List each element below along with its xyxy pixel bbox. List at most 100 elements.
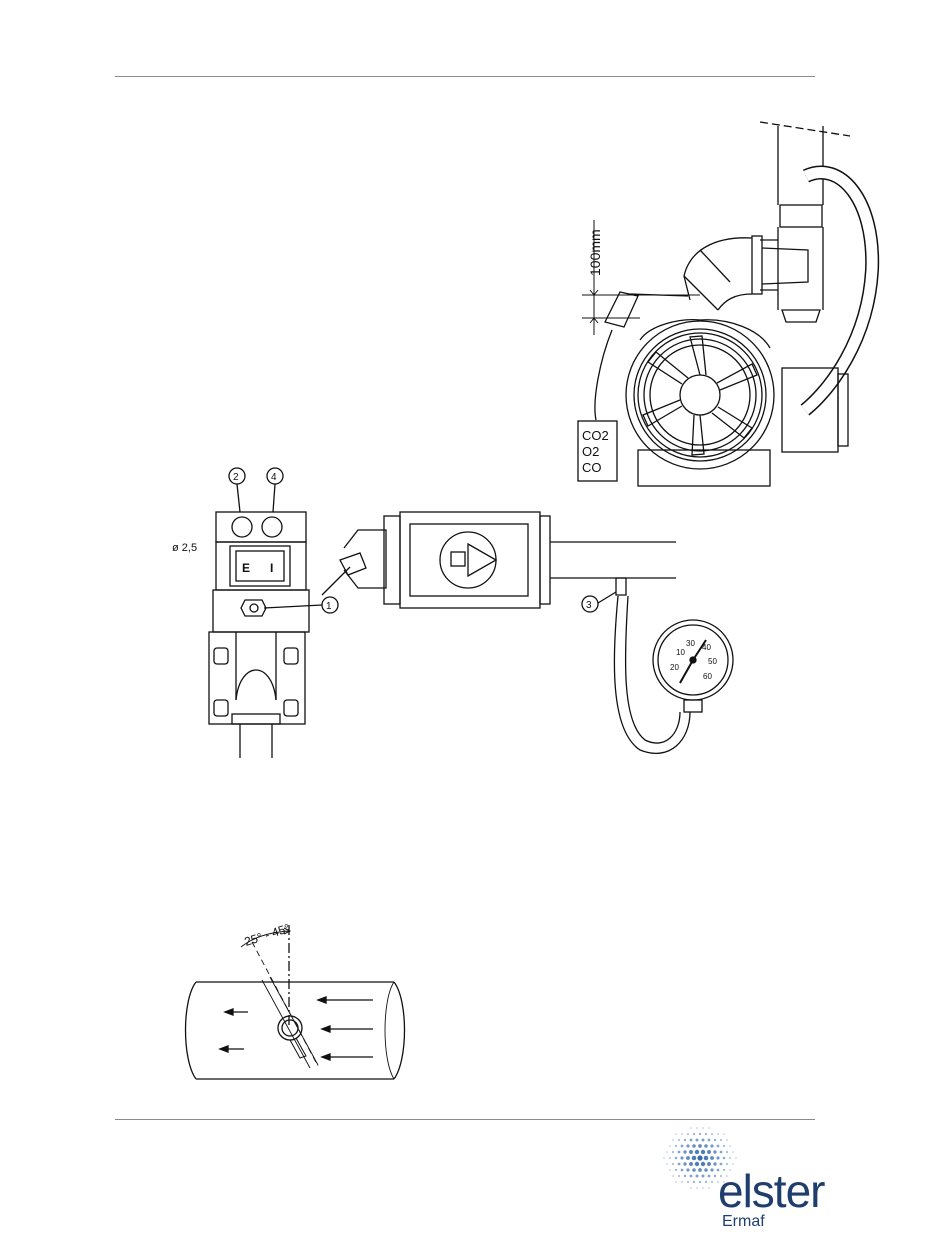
logo-dot — [708, 1139, 711, 1142]
logo-dot — [708, 1187, 710, 1189]
gauge-tick-60: 60 — [703, 672, 712, 681]
logo-dot — [720, 1139, 722, 1141]
fan-flue-figure — [578, 122, 872, 486]
logo-dot — [717, 1133, 719, 1135]
logo-dot — [690, 1187, 692, 1189]
logo-dot — [678, 1163, 681, 1166]
logo-dot — [697, 1155, 702, 1160]
logo-dot — [699, 1133, 701, 1135]
logo-dot — [704, 1144, 708, 1148]
logo-dot — [689, 1150, 693, 1154]
logo-dot — [714, 1139, 716, 1141]
logo-dot — [713, 1162, 716, 1165]
pipe-angle-figure — [186, 925, 405, 1079]
logo-dot — [711, 1181, 713, 1183]
logo-dot — [708, 1175, 711, 1178]
callout-2: 2 — [233, 472, 239, 483]
logo-dot — [698, 1144, 702, 1148]
logo-dot — [732, 1151, 734, 1153]
logo-dot — [707, 1150, 711, 1154]
logo-dot — [702, 1187, 704, 1189]
connector-letter-i: I — [270, 561, 273, 575]
logo-dot — [675, 1181, 677, 1183]
logo-dot — [675, 1133, 677, 1135]
gas-label-co2: CO2 — [582, 428, 609, 443]
logo-dot — [701, 1162, 705, 1166]
diameter-label: ø 2,5 — [172, 542, 197, 554]
logo-dot — [690, 1175, 693, 1178]
logo-dot — [702, 1139, 705, 1142]
logo-dot — [672, 1139, 674, 1141]
logo-dot — [692, 1144, 696, 1148]
logo-dot — [726, 1151, 728, 1153]
logo-dot — [687, 1133, 689, 1135]
logo-dot — [681, 1169, 684, 1172]
callout-4: 4 — [271, 472, 277, 483]
logo-dot — [683, 1162, 686, 1165]
logo-dot — [695, 1162, 699, 1166]
callout-3: 3 — [586, 600, 592, 611]
logo-dot — [678, 1139, 680, 1141]
logo-dot — [689, 1162, 693, 1166]
logo-dot — [699, 1181, 701, 1183]
logo-dot — [729, 1145, 731, 1147]
logo-dot — [686, 1168, 689, 1171]
gas-label-co: CO — [582, 460, 602, 475]
logo-dot — [695, 1150, 699, 1154]
logo-dot — [729, 1157, 731, 1159]
logo-dot — [690, 1127, 692, 1129]
logo-dot — [704, 1156, 709, 1161]
logo-dot — [708, 1127, 710, 1129]
logo-dot — [710, 1168, 713, 1171]
logo-dot — [669, 1169, 671, 1171]
logo-dot — [693, 1133, 695, 1135]
valve-assembly-figure — [209, 468, 733, 758]
logo-dot — [714, 1175, 716, 1177]
logo-dot — [681, 1133, 683, 1135]
logo-dot — [696, 1127, 698, 1129]
logo-dot — [675, 1157, 678, 1160]
logo-dot — [711, 1133, 713, 1135]
gauge-tick-20: 20 — [670, 663, 679, 672]
gas-label-o2: O2 — [582, 444, 599, 459]
logo-dot — [666, 1163, 668, 1165]
logo-dot — [704, 1168, 708, 1172]
logo-dot — [716, 1156, 719, 1159]
logo-dot — [666, 1151, 668, 1153]
logo-dot — [696, 1175, 699, 1178]
logo-dot — [696, 1139, 699, 1142]
logo-dot — [723, 1145, 725, 1147]
gauge-tick-40: 40 — [702, 643, 711, 652]
logo-dot — [696, 1187, 698, 1189]
logo-dot — [687, 1181, 689, 1183]
logo-dot — [680, 1156, 683, 1159]
logo-dot — [723, 1133, 725, 1135]
connector-letter-e: E — [242, 561, 250, 575]
callout-1: 1 — [326, 601, 332, 612]
logo-dot — [701, 1150, 705, 1154]
logo-brand-text: elster — [718, 1168, 824, 1214]
logo-dot — [726, 1139, 728, 1141]
gauge-tick-30: 30 — [686, 639, 695, 648]
angle-label: 25° - 45° — [243, 921, 292, 949]
logo-dot — [735, 1157, 737, 1159]
logo-dot — [684, 1175, 686, 1177]
logo-dot — [686, 1144, 689, 1147]
logo-dot — [692, 1156, 697, 1161]
logo-dot — [713, 1150, 716, 1153]
logo-dot — [681, 1145, 684, 1148]
logo-dot — [705, 1181, 707, 1183]
logo-dot — [684, 1139, 686, 1141]
logo-dot — [672, 1175, 674, 1177]
logo-dot — [690, 1139, 693, 1142]
logo-dot — [683, 1150, 686, 1153]
logo-dot — [669, 1157, 671, 1159]
logo-dot — [707, 1162, 711, 1166]
logo-dot — [705, 1133, 707, 1135]
logo-dot — [681, 1181, 683, 1183]
logo-dot — [692, 1168, 696, 1172]
logo-dot — [720, 1151, 723, 1154]
logo-dot — [669, 1145, 671, 1147]
dimension-label: 100mm — [587, 229, 603, 276]
